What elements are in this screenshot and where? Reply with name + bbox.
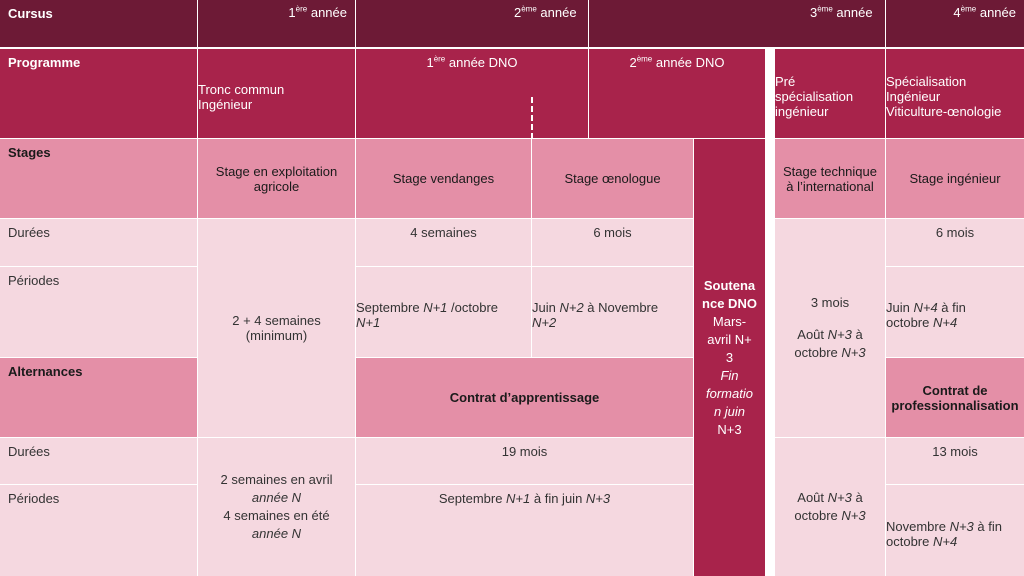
- duree-y4-stage: 6 mois: [886, 219, 1024, 266]
- periodes-label-2: Périodes: [0, 485, 197, 576]
- soutenance-dno-cell: Soutena nce DNO Mars- avril N+ 3 Fin for…: [694, 139, 765, 576]
- duree-apprentissage: 19 mois: [356, 438, 693, 484]
- stages-label: Stages: [0, 139, 197, 218]
- periode-apprentissage: Septembre N+1 à fin juin N+3: [356, 485, 693, 576]
- contrat-apprentissage: Contrat d’apprentissage: [356, 358, 693, 437]
- stage-ingenieur: Stage ingénieur: [886, 139, 1024, 218]
- header-cursus: Cursus: [0, 0, 197, 47]
- duree-professionnalisation: 13 mois: [886, 438, 1024, 484]
- duree-oenologue: 6 mois: [532, 219, 693, 266]
- year1-alternance-info: 2 semaines en avril année N 4 semaines e…: [198, 438, 355, 576]
- periode-y4-stage: Juin N+4 à fin octobre N+4: [886, 267, 1024, 357]
- header-divider: [588, 0, 589, 47]
- alternances-label: Alternances: [0, 358, 197, 437]
- periode-professionnalisation: Novembre N+3 à fin octobre N+4: [886, 485, 1024, 576]
- year3-stage-info: 3 mois Août N+3 à octobre N+3: [775, 219, 885, 437]
- durees-label-2: Durées: [0, 438, 197, 484]
- year3-alternance-info: Août N+3 à octobre N+3: [775, 438, 885, 576]
- programme-label: Programme: [0, 49, 197, 138]
- programme-dno-2: 2ème année DNO: [589, 49, 765, 138]
- stage-vendanges: Stage vendanges: [356, 139, 531, 218]
- header-year-2-3: 2ème année 3ème année: [356, 0, 885, 47]
- periode-vendanges: Septembre N+1 /octobre N+1: [356, 267, 531, 357]
- header-year-4: 4ème année: [886, 0, 1024, 47]
- durees-label-1: Durées: [0, 219, 197, 266]
- duree-vendanges: 4 semaines: [356, 219, 531, 266]
- year1-stage-duration: 2 + 4 semaines(minimum): [198, 219, 355, 437]
- programme-dno-1: 1ère année DNO: [356, 49, 588, 138]
- periodes-label-1: Périodes: [0, 267, 197, 357]
- periode-oenologue: Juin N+2 à Novembre N+2: [532, 267, 693, 357]
- header-year-1: 1ère année: [198, 0, 355, 47]
- dno-dashed-divider: [531, 97, 533, 139]
- stage-oenologue: Stage œnologue: [532, 139, 693, 218]
